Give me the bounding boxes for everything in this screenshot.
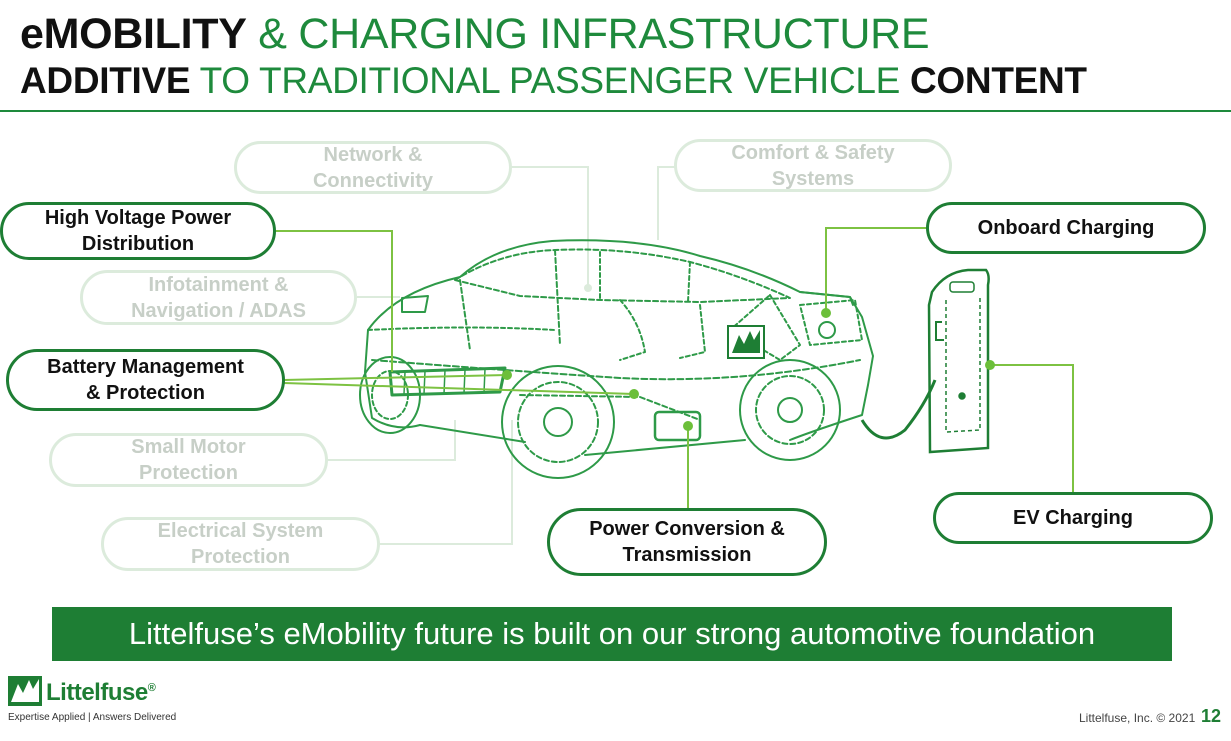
charging-cable — [860, 379, 937, 440]
littelfuse-brand: Littelfuse® — [46, 679, 156, 707]
title-traditional-vehicle: TO TRADITIONAL PASSENGER VEHICLE — [190, 60, 911, 101]
callout-high-voltage-line1: High Voltage Power — [44, 207, 232, 229]
callout-infotainment-line1: Infotainment & — [148, 273, 289, 296]
callout-infotainment-line2: Navigation / ADAS — [131, 299, 306, 322]
title-emobility: eMOBILITY — [20, 10, 247, 58]
callout-high-voltage-line2: Distribution — [81, 233, 195, 255]
callout-electrical-line1: Electrical System — [157, 520, 324, 542]
foundation-banner: Littelfuse’s eMobility future is built o… — [52, 607, 1172, 661]
littelfuse-logo-icon — [8, 676, 42, 706]
callout-power-conversion-line2: Transmission — [622, 544, 752, 566]
header-divider — [0, 110, 1231, 112]
slide-title-line2: ADDITIVE TO TRADITIONAL PASSENGER VEHICL… — [20, 60, 1087, 102]
callout-battery-management-protection: Battery Management & Protection — [6, 349, 285, 411]
callout-battery-line1: Battery Management — [47, 356, 244, 378]
title-content: CONTENT — [910, 60, 1087, 101]
callout-power-conversion-line1: Power Conversion & — [589, 518, 785, 540]
callout-ev-charging: EV Charging — [933, 492, 1213, 544]
brand-tagline: Expertise Applied | Answers Delivered — [8, 712, 177, 723]
callout-small-motor-line1: Small Motor — [131, 436, 246, 458]
active-connector-lines — [276, 227, 1074, 508]
callout-ev-charging-label: EV Charging — [1012, 507, 1133, 529]
faded-connector-lines — [327, 166, 675, 545]
callout-infotainment-adas: Infotainment & Navigation / ADAS — [80, 270, 357, 325]
callout-comfort-line1: Comfort & Safety — [731, 141, 895, 164]
callout-comfort-line2: Systems — [771, 167, 855, 190]
charging-station-illustration — [927, 268, 990, 454]
slide-title-line1: eMOBILITY & CHARGING INFRASTRUCTURE — [20, 10, 930, 58]
littelfuse-wordmark: Littelfuse — [46, 679, 148, 706]
car-littelfuse-emblem — [727, 325, 765, 359]
littelfuse-registered-mark: ® — [147, 682, 156, 694]
callout-network-line2: Connectivity — [312, 169, 434, 192]
connector-dots — [502, 284, 995, 431]
callout-network-connectivity: Network & Connectivity — [234, 141, 512, 194]
callout-small-motor-line2: Protection — [139, 462, 238, 484]
callout-electrical-line2: Protection — [191, 546, 290, 568]
car-wireframe — [359, 239, 874, 479]
copyright-notice: Littelfuse, Inc. © 2021 — [1079, 711, 1196, 725]
title-charging-infrastructure: & CHARGING INFRASTRUCTURE — [246, 10, 930, 58]
page-number: 12 — [1201, 706, 1222, 726]
callout-onboard-charging-label: Onboard Charging — [977, 217, 1155, 239]
callout-network-line1: Network & — [323, 143, 423, 166]
callout-battery-line2: & Protection — [86, 382, 205, 404]
foundation-banner-text: Littelfuse’s eMobility future is built o… — [128, 616, 1096, 651]
callout-power-conversion-transmission: Power Conversion & Transmission — [547, 508, 827, 576]
title-additive: ADDITIVE — [20, 60, 191, 101]
callout-onboard-charging: Onboard Charging — [926, 202, 1206, 254]
